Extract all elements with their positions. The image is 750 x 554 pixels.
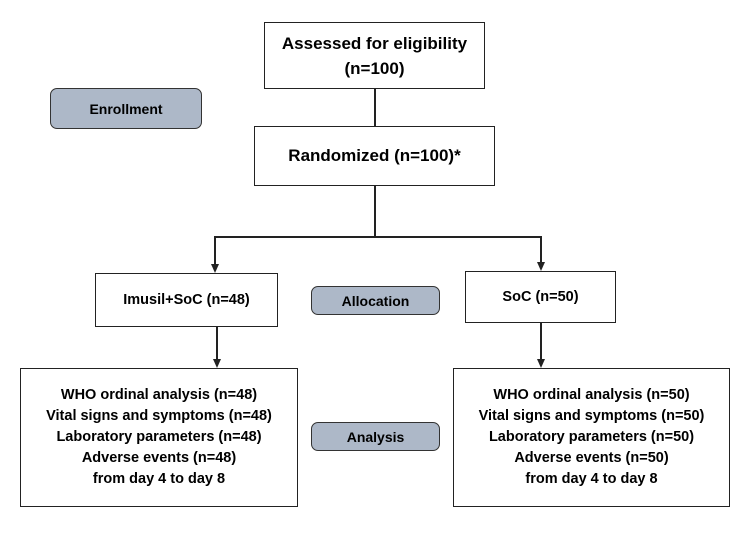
- analysis-right-line-4: Adverse events (n=50): [514, 450, 669, 466]
- analysis-left-box: WHO ordinal analysis (n=48) Vital signs …: [20, 368, 298, 507]
- analysis-left-line-1: WHO ordinal analysis (n=48): [60, 387, 258, 403]
- connector-left-analysis: [216, 327, 218, 360]
- arm-left-box: Imusil+SoC (n=48): [95, 273, 278, 327]
- arrow-to-right-analysis: [537, 359, 545, 368]
- analysis-right-line-5: from day 4 to day 8: [525, 471, 658, 487]
- randomized-label: Randomized (n=100)*: [288, 146, 461, 165]
- connector-right-analysis: [540, 323, 542, 360]
- analysis-right-box: WHO ordinal analysis (n=50) Vital signs …: [453, 368, 730, 507]
- allocation-stage-label: Allocation: [311, 286, 440, 315]
- connector-split-horizontal: [214, 236, 542, 238]
- analysis-right-line-2: Vital signs and symptoms (n=50): [478, 408, 705, 424]
- analysis-left-line-2: Vital signs and symptoms (n=48): [46, 408, 272, 424]
- arm-right-box: SoC (n=50): [465, 271, 616, 323]
- enrollment-stage-label: Enrollment: [50, 88, 202, 129]
- analysis-left-line-5: from day 4 to day 8: [92, 471, 226, 487]
- arm-right-label: SoC (n=50): [502, 289, 579, 305]
- arrow-to-right-arm: [537, 262, 545, 271]
- analysis-right-line-3: Laboratory parameters (n=50): [488, 429, 695, 445]
- eligibility-title: Assessed for eligibility: [281, 33, 468, 53]
- analysis-stage-label: Analysis: [311, 422, 440, 451]
- connector-left-drop: [214, 236, 216, 266]
- analysis-left-line-3: Laboratory parameters (n=48): [56, 429, 262, 445]
- arm-left-label: Imusil+SoC (n=48): [123, 292, 250, 308]
- arrow-to-left-arm: [211, 264, 219, 273]
- arrow-to-left-analysis: [213, 359, 221, 368]
- analysis-right-line-1: WHO ordinal analysis (n=50): [493, 387, 690, 403]
- eligibility-box: Assessed for eligibility (n=100): [264, 22, 485, 89]
- connector-randomized-down: [374, 186, 376, 237]
- connector-right-drop: [540, 236, 542, 264]
- randomized-box: Randomized (n=100)*: [254, 126, 495, 186]
- eligibility-count: (n=100): [344, 58, 405, 78]
- connector-eligibility-randomized: [374, 89, 376, 126]
- analysis-left-line-4: Adverse events (n=48): [81, 450, 237, 466]
